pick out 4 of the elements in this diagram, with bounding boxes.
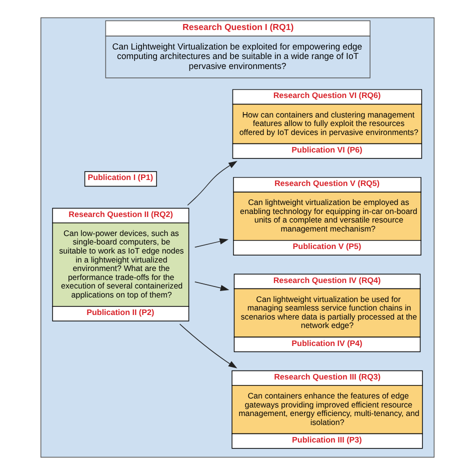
arrow (194, 238, 228, 248)
arrow (178, 323, 237, 368)
arrow (194, 281, 229, 290)
arrow (186, 160, 237, 206)
